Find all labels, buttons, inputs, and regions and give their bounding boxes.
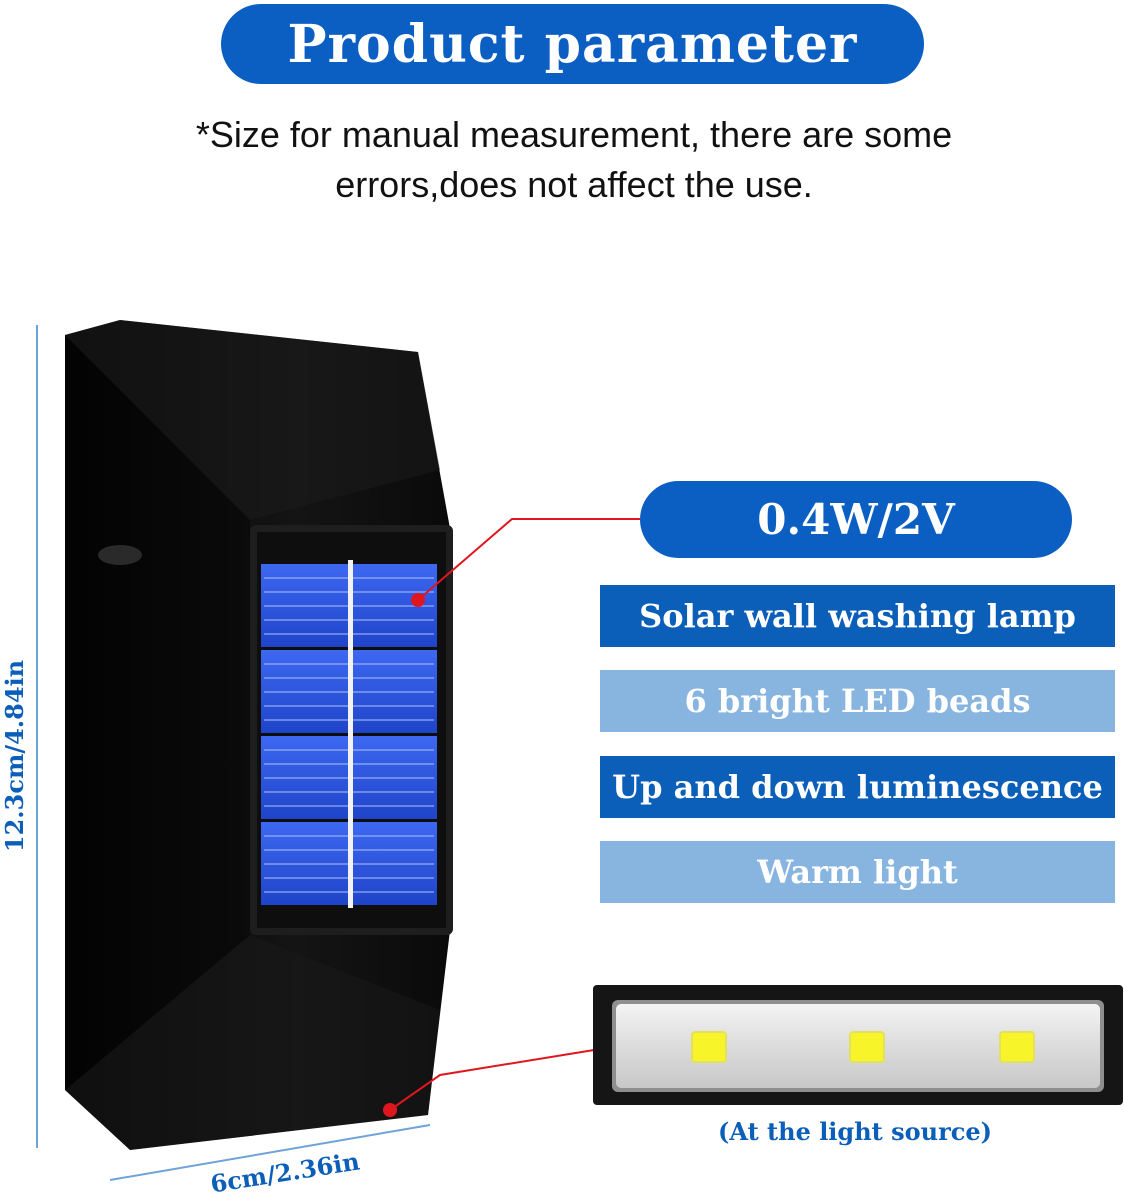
led-bead <box>849 1031 885 1063</box>
note-line-2: errors,does not affect the use. <box>335 164 813 205</box>
light-source-caption: (At the light source) <box>718 1117 992 1146</box>
title-banner: Product parameter <box>221 4 924 84</box>
feature-item: 6 bright LED beads <box>600 670 1115 732</box>
led-bead <box>999 1031 1035 1063</box>
power-spec-badge: 0.4W/2V <box>640 481 1072 558</box>
feature-item: Up and down luminescence <box>600 756 1115 818</box>
note-line-1: *Size for manual measurement, there are … <box>195 114 953 155</box>
led-bead <box>691 1031 727 1063</box>
solar-callout <box>411 518 640 607</box>
solar-panel <box>250 525 453 935</box>
light-source-callout <box>383 1049 595 1117</box>
power-spec-label: 0.4W/2V <box>757 495 955 544</box>
page-title: Product parameter <box>287 13 858 75</box>
measurement-note: *Size for manual measurement, there are … <box>100 110 1048 210</box>
height-dimension-label: 12.3cm/4.84in <box>0 659 29 853</box>
led-strip-closeup <box>593 985 1123 1105</box>
feature-item: Solar wall washing lamp <box>600 585 1115 647</box>
width-dimension-line <box>109 1124 431 1181</box>
feature-item: Warm light <box>600 841 1115 903</box>
